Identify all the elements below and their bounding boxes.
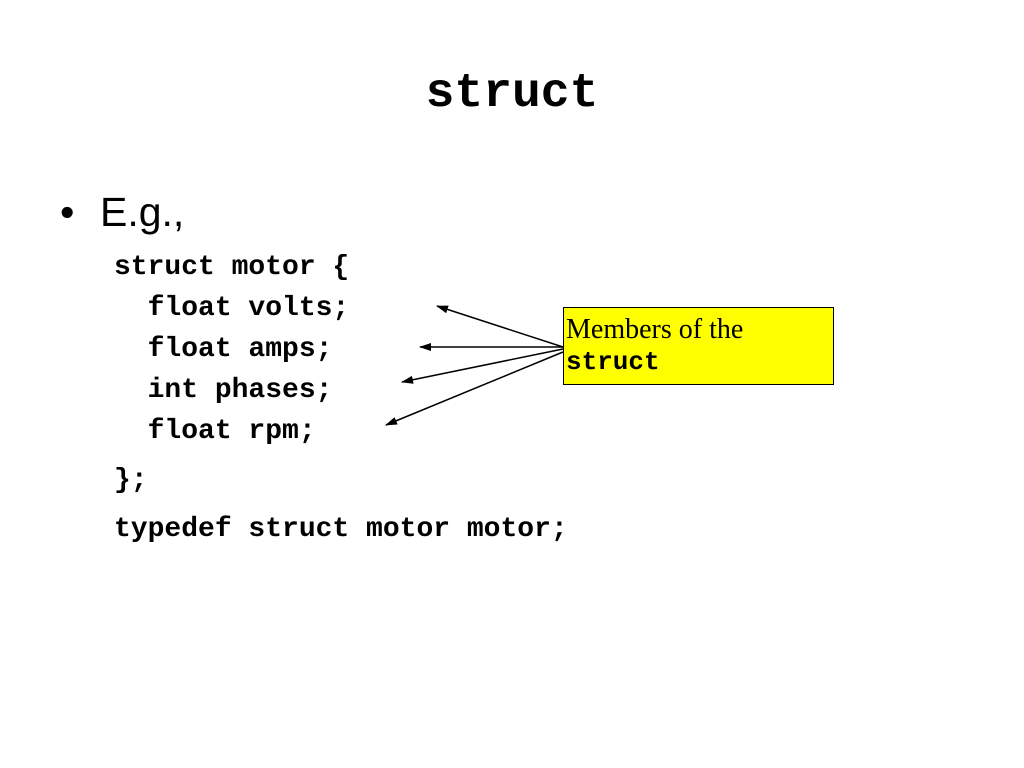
code-line-phases: int phases;	[114, 375, 333, 406]
arrow-to-phases	[401, 348, 564, 384]
slide-title: struct	[425, 67, 599, 121]
code-line-struct-open: struct motor {	[114, 252, 350, 283]
callout-text: Members of the	[566, 314, 744, 345]
bullet-symbol: •	[60, 189, 75, 235]
code-line-struct-close: };	[114, 465, 148, 496]
code-line-amps: float amps;	[114, 334, 333, 365]
arrow-to-volts	[436, 305, 564, 348]
code-line-rpm: float rpm;	[114, 416, 316, 447]
bullet-text: E.g.,	[100, 189, 185, 235]
arrow-to-rpm	[385, 351, 564, 426]
bullet-item: • E.g.,	[60, 186, 184, 238]
callout-code-text: struct	[566, 347, 660, 377]
code-line-typedef: typedef struct motor motor;	[114, 514, 568, 545]
code-line-volts: float volts;	[114, 293, 350, 324]
members-callout-box: Members of the struct	[563, 307, 834, 385]
